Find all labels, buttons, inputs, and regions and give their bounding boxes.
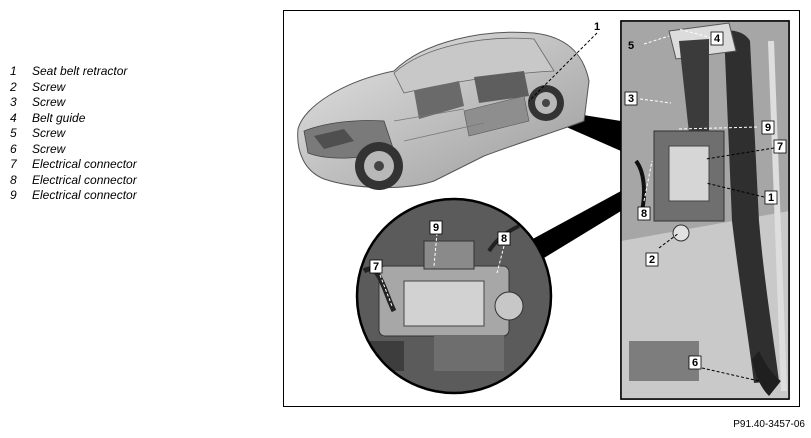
legend-item: 8 Electrical connector [10,173,137,189]
legend-label: Screw [32,141,66,156]
callout-box [688,355,702,370]
callout-box [710,31,724,46]
callout-leader [528,32,598,102]
legend-item: 9 Electrical connector [10,188,137,204]
callout-leader [643,35,670,45]
callout-label: 1 [594,21,600,33]
callout-label: 8 [501,233,507,245]
legend-item: 2 Screw [10,80,137,96]
legend-number: 3 [10,95,17,109]
legend-label: Electrical connector [32,172,137,187]
legend-item: 5 Screw [10,126,137,142]
callout-box [645,252,659,267]
figure-frame: 1 9 8 7 [283,10,800,407]
callout-box [429,220,443,235]
callout-leader [658,232,680,249]
legend-item: 1 Seat belt retractor [10,64,137,80]
legend-item: 4 Belt guide [10,111,137,127]
legend-label: Screw [32,126,66,140]
callout-leader [643,160,653,202]
callout-label: 5 [628,40,634,52]
connector-detail-view [355,197,553,395]
legend-label: Screw [32,95,66,109]
callout-label: 4 [714,33,721,45]
callout-label: 2 [649,254,655,266]
legend-number: 7 [10,157,17,171]
legend-number: 6 [10,141,17,156]
legend-number: 8 [10,172,17,187]
callout-label: 8 [641,208,647,220]
callout-leader [678,28,713,39]
legend-number: 4 [10,110,17,125]
pointer-wedge [529,191,621,261]
callout-box [773,139,787,154]
legend-number: 1 [10,64,17,78]
figure-id: P91.40-3457-06 [733,419,805,430]
legend-number: 2 [10,79,17,94]
callout-box [369,259,383,274]
callout-label: 7 [777,141,783,153]
callout-label: 3 [628,93,634,105]
callout-leader [639,98,672,104]
callout-box [637,206,651,221]
car-cutaway-illustration [297,31,590,190]
callout-label: 6 [692,357,698,369]
figure-illustration: 1 9 8 7 [297,20,790,400]
callout-box [764,190,778,205]
legend-label: Belt guide [32,110,86,125]
legend-item: 6 Screw [10,142,137,158]
callout-leader [705,147,775,160]
callout-leader [678,126,760,130]
callout-leader [433,232,438,267]
legend-label: Electrical connector [32,157,137,171]
callout-label: 9 [765,122,771,134]
legend-number: 9 [10,188,17,202]
callout-box [624,91,638,106]
callout-box [497,231,511,246]
callout-label: 7 [373,261,379,273]
callout-label: 9 [433,222,439,234]
legend-label: Screw [32,79,66,94]
callout-label: 1 [768,192,774,204]
callout-leader [379,274,393,307]
legend-label: Electrical connector [32,188,137,202]
retractor-detail-panel [620,20,790,400]
legend-label: Seat belt retractor [32,64,128,78]
legend-number: 5 [10,126,17,140]
callout-box [761,120,775,135]
legend-item: 7 Electrical connector [10,157,137,173]
legend-item: 3 Screw [10,95,137,111]
